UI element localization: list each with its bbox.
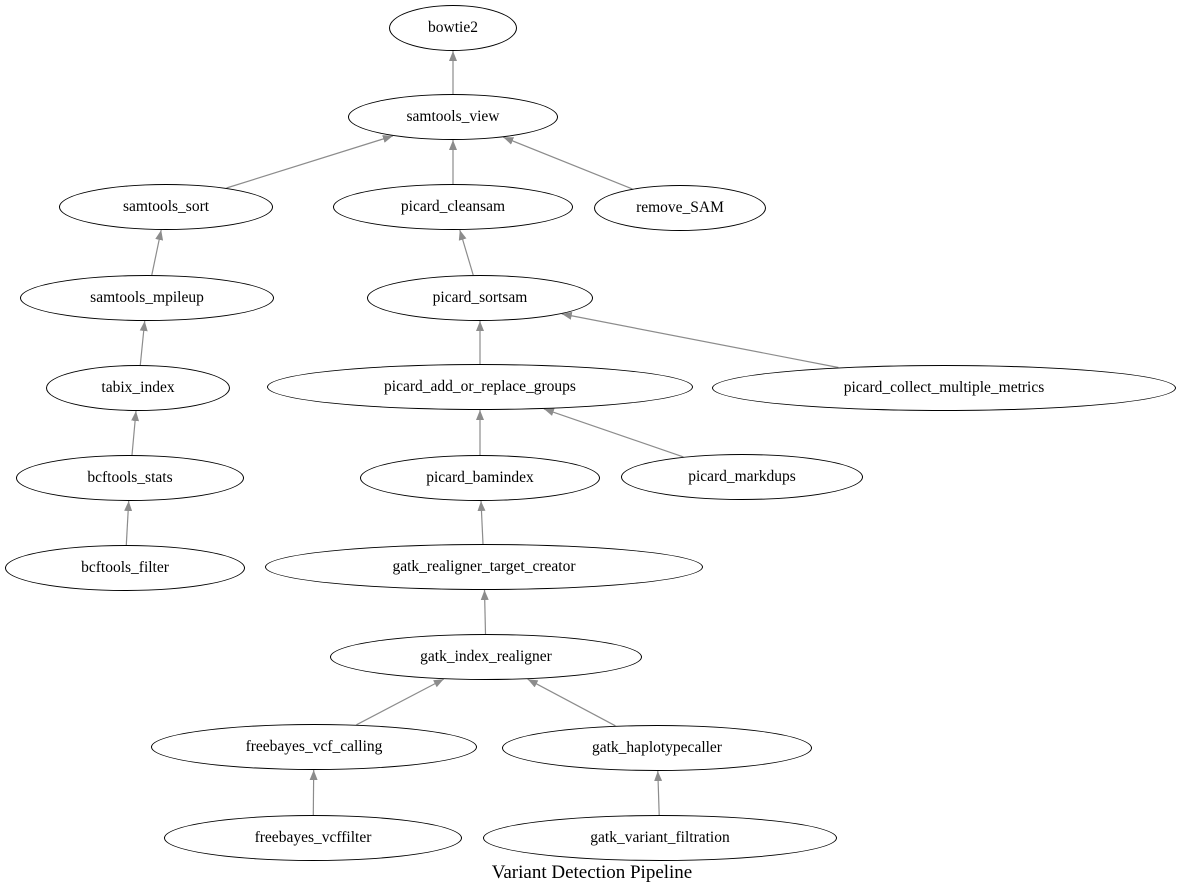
node-label: picard_markdups bbox=[688, 467, 796, 485]
node-label: samtools_mpileup bbox=[90, 288, 204, 306]
node-picard_collect_multiple_metrics: picard_collect_multiple_metrics bbox=[712, 365, 1176, 411]
node-label: freebayes_vcffilter bbox=[254, 828, 372, 846]
node-tabix_index: tabix_index bbox=[46, 365, 230, 411]
edge-gatk_index_realigner-to-gatk_realigner_target_creator bbox=[480, 589, 489, 635]
node-picard_bamindex: picard_bamindex bbox=[360, 455, 600, 501]
edge-samtools_mpileup-to-samtools_sort bbox=[151, 229, 164, 276]
node-label: gatk_variant_filtration bbox=[590, 828, 730, 846]
node-label: freebayes_vcf_calling bbox=[245, 737, 383, 755]
edge-picard_collect_multiple_metrics-to-picard_sortsam bbox=[561, 311, 839, 369]
node-picard_sortsam: picard_sortsam bbox=[367, 275, 593, 321]
node-label: tabix_index bbox=[101, 378, 175, 396]
node-label: picard_bamindex bbox=[426, 468, 534, 486]
node-label: picard_cleansam bbox=[400, 197, 506, 215]
node-bcftools_stats: bcftools_stats bbox=[16, 455, 244, 501]
node-bcftools_filter: bcftools_filter bbox=[5, 545, 245, 591]
node-picard_markdups: picard_markdups bbox=[621, 454, 863, 500]
node-label: samtools_view bbox=[406, 107, 500, 125]
node-label: bowtie2 bbox=[428, 18, 478, 36]
node-label: bcftools_filter bbox=[81, 558, 169, 576]
node-gatk_realigner_target_creator: gatk_realigner_target_creator bbox=[265, 544, 703, 590]
node-gatk_index_realigner: gatk_index_realigner bbox=[330, 634, 642, 680]
edge-gatk_haplotypecaller-to-gatk_index_realigner bbox=[527, 678, 616, 727]
node-label: bcftools_stats bbox=[87, 468, 173, 486]
node-label: picard_collect_multiple_metrics bbox=[843, 378, 1045, 396]
node-samtools_sort: samtools_sort bbox=[59, 184, 273, 230]
edge-samtools_sort-to-samtools_view bbox=[226, 135, 394, 189]
edge-bcftools_filter-to-bcftools_stats bbox=[124, 500, 133, 546]
node-remove_SAM: remove_SAM bbox=[594, 185, 766, 231]
node-label: gatk_index_realigner bbox=[420, 647, 552, 665]
node-samtools_view: samtools_view bbox=[348, 94, 558, 140]
edge-gatk_realigner_target_creator-to-picard_bamindex bbox=[477, 500, 486, 545]
edge-gatk_variant_filtration-to-gatk_haplotypecaller bbox=[654, 770, 663, 816]
node-label: gatk_haplotypecaller bbox=[592, 738, 722, 756]
edge-picard_sortsam-to-picard_cleansam bbox=[458, 229, 474, 276]
node-gatk_haplotypecaller: gatk_haplotypecaller bbox=[502, 725, 812, 771]
node-label: gatk_realigner_target_creator bbox=[392, 557, 576, 575]
edge-bcftools_stats-to-tabix_index bbox=[131, 410, 140, 456]
edge-freebayes_vcf_calling-to-gatk_index_realigner bbox=[356, 678, 444, 726]
edge-tabix_index-to-samtools_mpileup bbox=[139, 320, 148, 366]
node-gatk_variant_filtration: gatk_variant_filtration bbox=[483, 815, 837, 861]
node-label: picard_sortsam bbox=[432, 288, 528, 306]
node-bowtie2: bowtie2 bbox=[389, 5, 517, 51]
node-label: remove_SAM bbox=[636, 198, 724, 216]
node-picard_add_or_replace_groups: picard_add_or_replace_groups bbox=[267, 364, 693, 410]
node-freebayes_vcffilter: freebayes_vcffilter bbox=[164, 815, 462, 861]
node-picard_cleansam: picard_cleansam bbox=[333, 184, 573, 230]
node-label: picard_add_or_replace_groups bbox=[384, 377, 576, 395]
node-label: samtools_sort bbox=[122, 197, 210, 215]
edge-remove_SAM-to-samtools_view bbox=[503, 136, 633, 190]
edge-picard_markdups-to-picard_add_or_replace_groups bbox=[543, 408, 684, 458]
node-samtools_mpileup: samtools_mpileup bbox=[20, 275, 274, 321]
node-freebayes_vcf_calling: freebayes_vcf_calling bbox=[151, 724, 477, 770]
diagram-title: Variant Detection Pipeline bbox=[491, 862, 693, 883]
